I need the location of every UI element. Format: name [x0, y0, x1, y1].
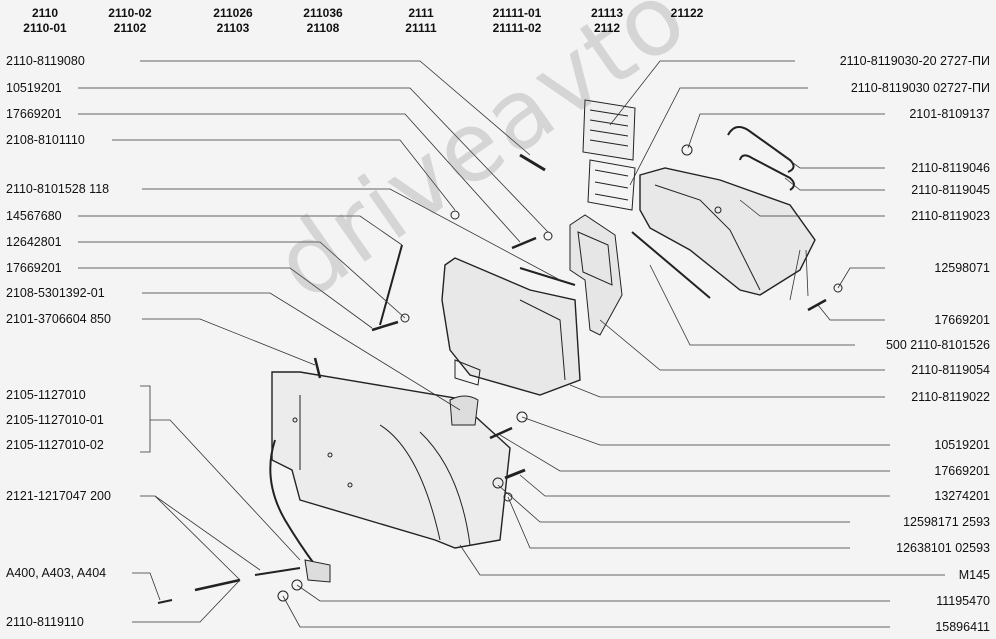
- part-label-left: 10519201: [6, 81, 62, 95]
- part-label-right: 17669201: [934, 464, 990, 478]
- part-label-right: 12638101 02593: [896, 541, 990, 555]
- part-label-left: 2105-1127010-02: [6, 438, 104, 452]
- part-label-right: 2110-8119023: [911, 209, 990, 223]
- part-label-right: 2110-8119046: [911, 161, 990, 175]
- part-label-left: 17669201: [6, 107, 62, 121]
- part-label-right: 2101-8109137: [909, 107, 990, 121]
- part-label-right: 13274201: [934, 489, 990, 503]
- part-label-right: 10519201: [934, 438, 990, 452]
- part-label-right: 12598171 2593: [903, 515, 990, 529]
- part-label-left: 2110-8101528 118: [6, 182, 110, 196]
- part-label-left: 2110-8119080: [6, 54, 85, 68]
- part-label-right: 15896411: [935, 620, 990, 634]
- part-label-left: A400, A403, A404: [6, 566, 107, 580]
- part-label-left: 12642801: [6, 235, 62, 249]
- part-label-right: M145: [958, 568, 990, 582]
- part-label-left: 2121-1217047 200: [6, 489, 111, 503]
- part-label-right: 500 2110-8101526: [885, 338, 990, 352]
- part-label-left: 2108-5301392-01: [6, 286, 105, 300]
- part-label-left: 2108-8101110: [6, 133, 85, 147]
- part-label-right: 17669201: [934, 313, 990, 327]
- part-label-right: 2110-8119030-20 2727-ПИ: [839, 54, 990, 68]
- part-label-left: 14567680: [6, 209, 62, 223]
- part-label-left: 2101-3706604 850: [6, 312, 111, 326]
- model-col-8: 21122: [670, 6, 704, 20]
- part-label-right: 2110-8119045: [911, 183, 990, 197]
- part-label-right: 2110-8119030 02727-ПИ: [850, 81, 990, 95]
- part-label-left: 2105-1127010: [6, 388, 86, 402]
- part-label-left: 2105-1127010-01: [6, 413, 104, 427]
- part-label-left: 17669201: [6, 261, 62, 275]
- part-label-left: 2110-8119110: [6, 615, 84, 629]
- part-label-right: 12598071: [934, 261, 990, 275]
- part-label-right: 11195470: [936, 594, 990, 608]
- part-label-right: 2110-8119054: [911, 363, 990, 377]
- part-label-right: 2110-8119022: [911, 390, 990, 404]
